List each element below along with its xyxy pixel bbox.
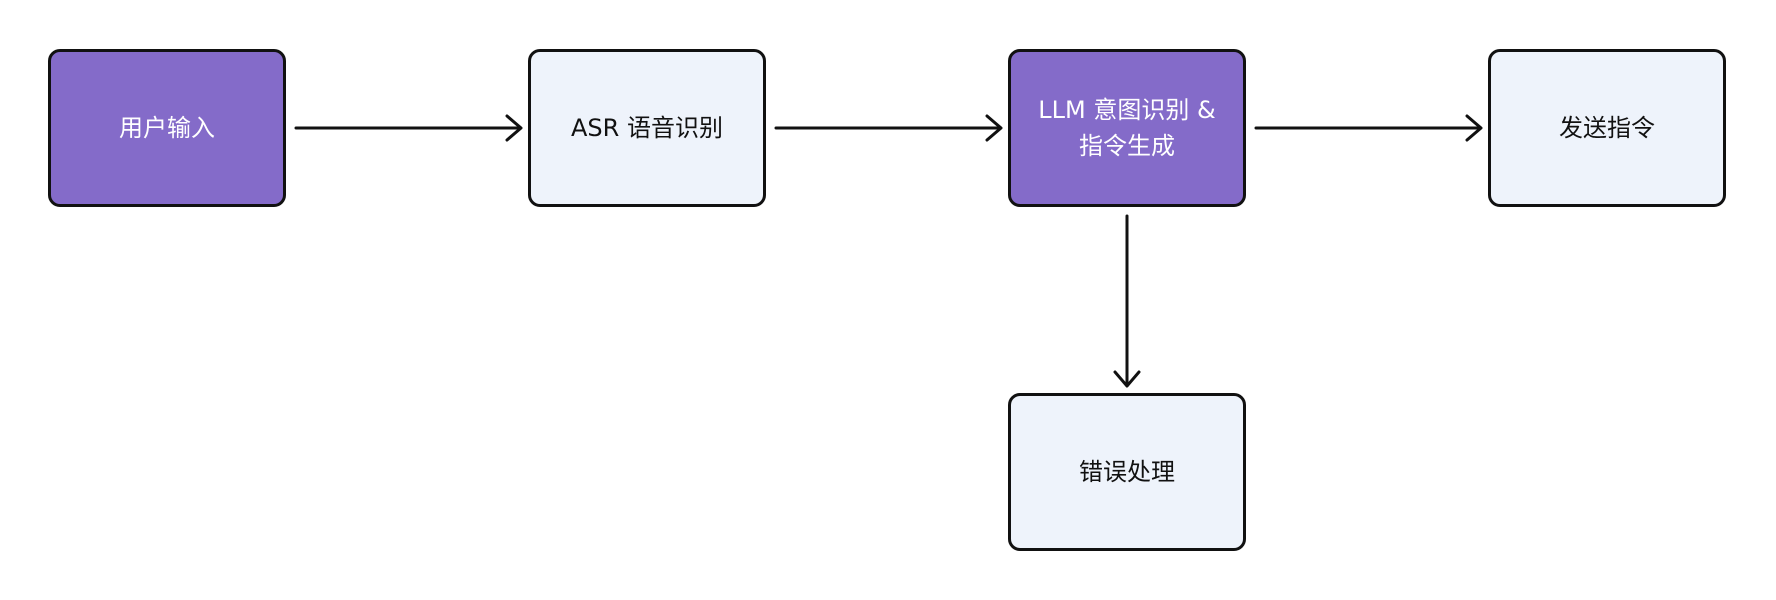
edge-asr-to-llm: [774, 114, 1003, 142]
node-llm-label: LLM 意图识别 & 指令生成: [1038, 96, 1216, 160]
node-send: 发送指令: [1488, 49, 1726, 207]
edge-llm-to-error: [1113, 214, 1141, 388]
node-send-label: 发送指令: [1559, 114, 1655, 142]
node-user-input: 用户输入: [48, 49, 286, 207]
node-error: 错误处理: [1008, 393, 1246, 551]
node-asr: ASR 语音识别: [528, 49, 766, 207]
edge-llm-to-send: [1254, 114, 1483, 142]
node-user-input-label: 用户输入: [119, 114, 215, 142]
node-llm: LLM 意图识别 & 指令生成: [1008, 49, 1246, 207]
node-error-label: 错误处理: [1079, 458, 1175, 486]
edge-user-input-to-asr: [294, 114, 523, 142]
node-asr-label: ASR 语音识别: [571, 114, 723, 142]
